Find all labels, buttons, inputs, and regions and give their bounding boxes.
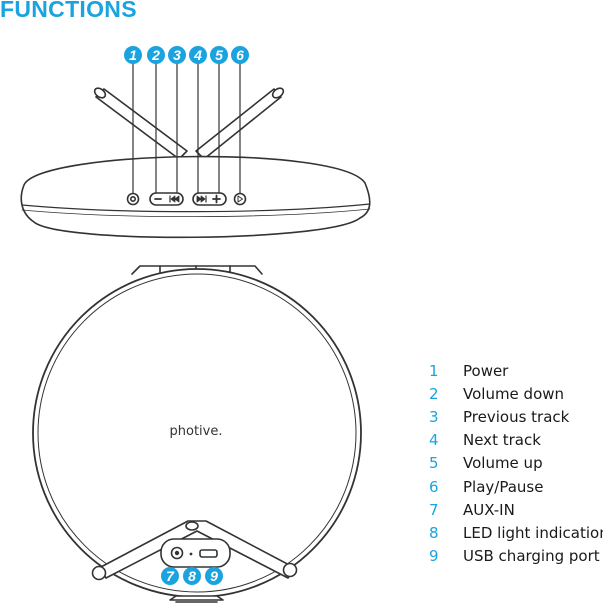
badge-1: 1 [124, 46, 142, 64]
speaker-front-view: photive. [32, 265, 362, 603]
legend-number: 7 [429, 500, 439, 519]
legend-label: Volume up [463, 454, 543, 473]
svg-text:3: 3 [173, 47, 181, 63]
legend-item: 3 Previous track [429, 405, 603, 428]
badge-6: 6 [231, 46, 249, 64]
badge-2: 2 [147, 46, 165, 64]
legend-item: 4 Next track [429, 429, 603, 452]
page-title: FUNCTIONS [0, 0, 137, 22]
svg-text:5: 5 [215, 47, 223, 63]
legend-label: AUX-IN [463, 500, 515, 519]
legend-item: 7 AUX-IN [429, 498, 603, 521]
brand-logo: photive. [170, 424, 223, 439]
legend-label: Power [463, 361, 509, 380]
svg-text:6: 6 [236, 47, 244, 63]
legend-label: USB charging port [463, 547, 600, 566]
badge-3: 3 [168, 46, 186, 64]
legend-item: 9 USB charging port [429, 545, 603, 568]
svg-text:4: 4 [193, 47, 202, 63]
legend-number: 6 [429, 477, 439, 496]
svg-text:7: 7 [166, 568, 175, 584]
legend-number: 9 [429, 547, 439, 566]
speaker-side-view [20, 60, 371, 239]
legend-item: 8 LED light indication [429, 521, 603, 544]
port-panel [160, 538, 231, 568]
power-button [126, 192, 140, 206]
legend-number: 1 [429, 361, 439, 380]
badge-4: 4 [189, 46, 207, 64]
legend-item: 2 Volume down [429, 382, 603, 405]
badge-7: 7 [161, 567, 179, 585]
legend-number: 5 [429, 454, 439, 473]
legend-number: 3 [429, 407, 439, 426]
stand-leg-right [195, 87, 285, 160]
svg-text:8: 8 [188, 568, 196, 584]
badge-8: 8 [183, 567, 201, 585]
leader-lines-top [132, 60, 241, 194]
legend-label: Volume down [463, 384, 565, 403]
usb-port [199, 549, 218, 558]
legend-item: 6 Play/Pause [429, 475, 603, 498]
badge-5: 5 [210, 46, 228, 64]
legend-item: 5 Volume up [429, 452, 603, 475]
svg-text:2: 2 [151, 47, 160, 63]
next-volume-up-button [192, 192, 227, 206]
legend-number: 4 [429, 431, 439, 450]
led-indicator [189, 552, 193, 556]
play-pause-button [233, 192, 247, 206]
legend-item: 1 Power [429, 359, 603, 382]
badge-9: 9 [205, 567, 223, 585]
function-legend: 1 Power 2 Volume down 3 Previous track 4 Nex… [429, 359, 603, 568]
svg-text:1: 1 [129, 47, 137, 63]
volume-down-prev-button [149, 192, 184, 206]
legend-label: LED light indication [463, 523, 603, 542]
svg-text:9: 9 [210, 568, 218, 584]
legend-label: Previous track [463, 407, 570, 426]
legend-number: 8 [429, 523, 439, 542]
stand-base [91, 520, 298, 581]
legend-number: 2 [429, 384, 439, 403]
legend-label: Play/Pause [463, 477, 544, 496]
stand-leg-left [93, 87, 188, 160]
legend-label: Next track [463, 431, 541, 450]
